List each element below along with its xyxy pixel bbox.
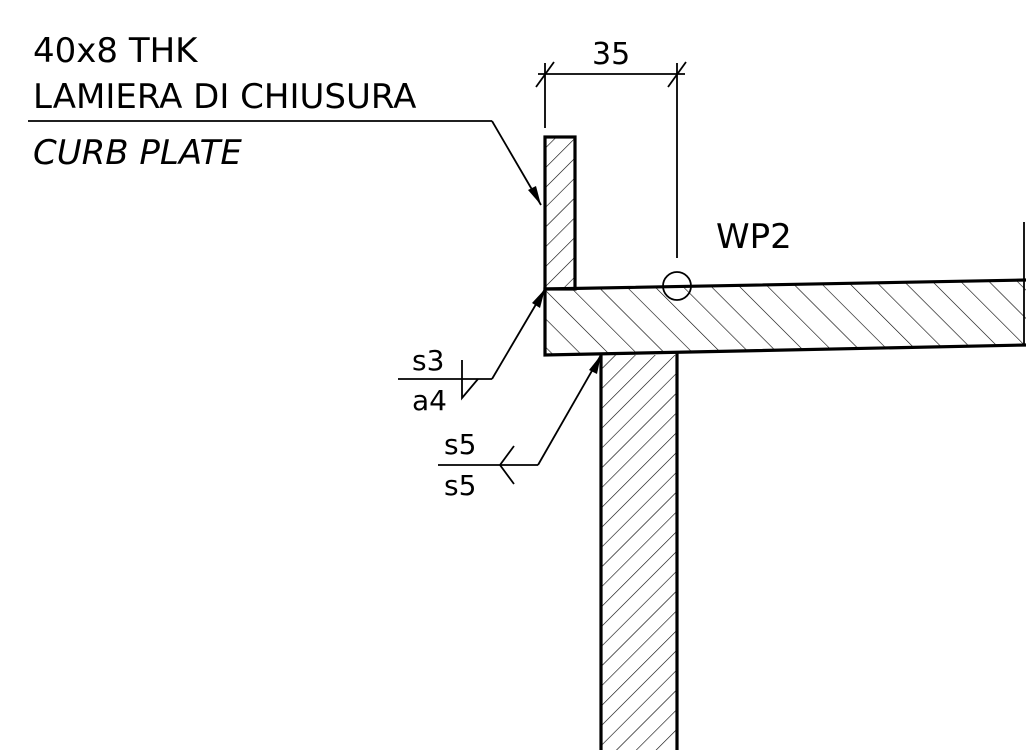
- workpoint-marker: [662, 271, 692, 301]
- dimension-value: 35: [592, 37, 630, 72]
- weld-bottom-fillet-symbol: [498, 445, 515, 485]
- weld-top-fillet-symbol: [461, 360, 479, 401]
- web-hatch: [601, 355, 677, 750]
- weld-top-arrowhead: [532, 289, 545, 308]
- callout-thickness: 40x8 THK: [33, 31, 199, 71]
- curb-plate-hatch: [545, 137, 575, 289]
- weld-top-lower-label: a4: [412, 384, 447, 417]
- dimension-tick-right: [667, 61, 687, 88]
- callout-english-name: CURB PLATE: [33, 133, 242, 173]
- weld-bottom-lower-label: s5: [444, 469, 476, 502]
- weld-bottom-upper-label: s5: [444, 428, 476, 461]
- flange-outline: [543, 278, 1026, 357]
- dimension-tick-left: [535, 61, 555, 88]
- weld-bottom-leader: [537, 354, 602, 466]
- callout-italian-name: LAMIERA DI CHIUSURA: [33, 77, 416, 117]
- flange-hatch: [545, 280, 1026, 355]
- callout-leader-arrowhead: [528, 186, 541, 205]
- weld-top-upper-label: s3: [412, 344, 444, 377]
- workpoint-label: WP2: [716, 217, 792, 257]
- weld-bottom-arrowhead: [589, 355, 601, 374]
